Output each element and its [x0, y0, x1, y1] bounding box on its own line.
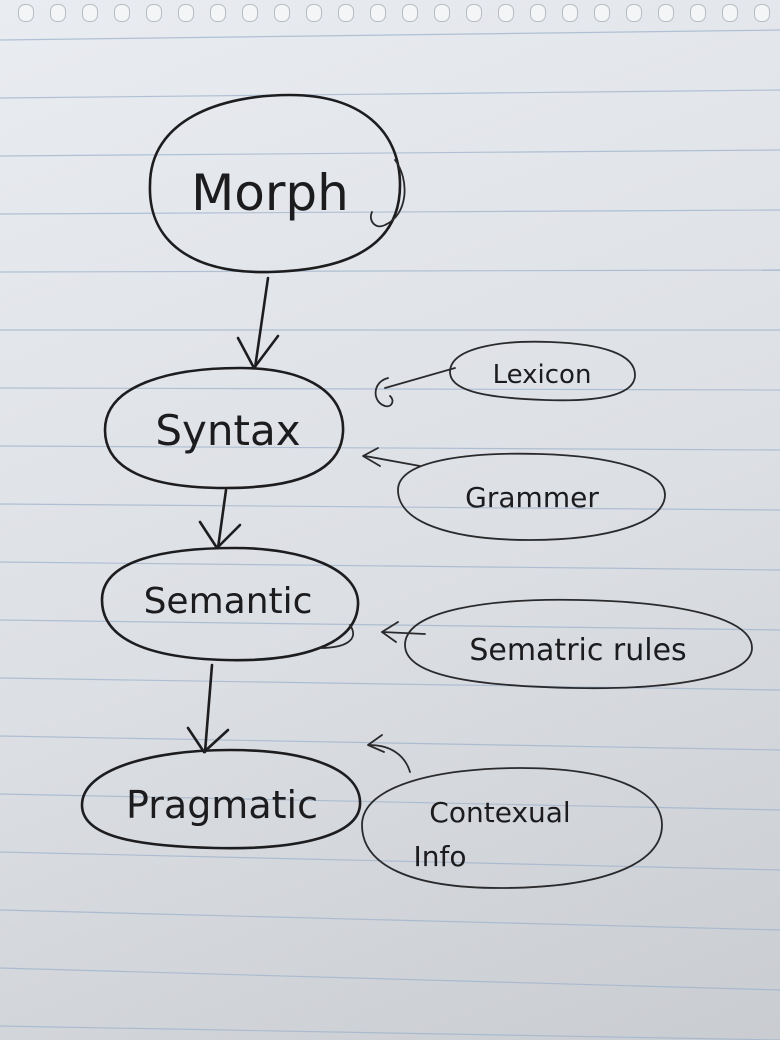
- node-grammar: Grammer: [397, 452, 666, 541]
- arrow-semantic-rules-to-semantic: [381, 621, 426, 643]
- binding-hole: [626, 4, 642, 22]
- node-semantic: Semantic: [100, 546, 360, 662]
- binding-hole: [754, 4, 770, 22]
- binding-hole: [242, 4, 258, 22]
- node-lexicon: Lexicon: [449, 340, 636, 402]
- arrow-lexicon-to-syntax: [374, 367, 456, 408]
- binding-hole: [594, 4, 610, 22]
- node-label-contextual-info-line1: Contexual: [429, 796, 570, 829]
- node-pragmatic: Pragmatic: [80, 748, 362, 850]
- node-syntax: Syntax: [103, 366, 345, 490]
- binding-hole: [338, 4, 354, 22]
- node-contextual-info: Contexual Info: [361, 767, 663, 889]
- binding-hole: [434, 4, 450, 22]
- arrow-syntax-to-semantic: [198, 488, 242, 550]
- binding-hole: [722, 4, 738, 22]
- node-label-grammar: Grammer: [465, 481, 599, 514]
- binding-hole: [178, 4, 194, 22]
- arrow-semantic-to-pragmatic: [186, 663, 230, 754]
- binding-hole: [530, 4, 546, 22]
- binding-hole: [370, 4, 386, 22]
- binding-hole: [82, 4, 98, 22]
- binding-hole: [50, 4, 66, 22]
- binding-hole: [562, 4, 578, 22]
- arrow-morph-to-syntax: [236, 276, 280, 370]
- node-label-semantic: Semantic: [144, 581, 313, 622]
- arrow-grammar-to-syntax: [362, 447, 421, 467]
- node-semantic-rules: Sematric rules: [404, 598, 753, 690]
- node-morph: Morph: [148, 93, 406, 274]
- binding-hole: [466, 4, 482, 22]
- binding-hole: [498, 4, 514, 22]
- arrow-contextual-info-to-pragmatic: [367, 734, 411, 773]
- binding-hole: [114, 4, 130, 22]
- node-label-semantic-rules: Sematric rules: [469, 633, 686, 668]
- node-label-morph: Morph: [191, 164, 349, 222]
- binding-hole: [690, 4, 706, 22]
- binding-hole: [402, 4, 418, 22]
- node-label-lexicon: Lexicon: [493, 360, 592, 390]
- spiral-binding-holes: [0, 0, 780, 26]
- binding-hole: [274, 4, 290, 22]
- binding-hole: [210, 4, 226, 22]
- node-label-contextual-info-line2: Info: [414, 840, 467, 873]
- node-label-pragmatic: Pragmatic: [126, 783, 318, 827]
- binding-hole: [146, 4, 162, 22]
- node-label-syntax: Syntax: [155, 406, 300, 455]
- binding-hole: [18, 4, 34, 22]
- binding-hole: [306, 4, 322, 22]
- binding-hole: [658, 4, 674, 22]
